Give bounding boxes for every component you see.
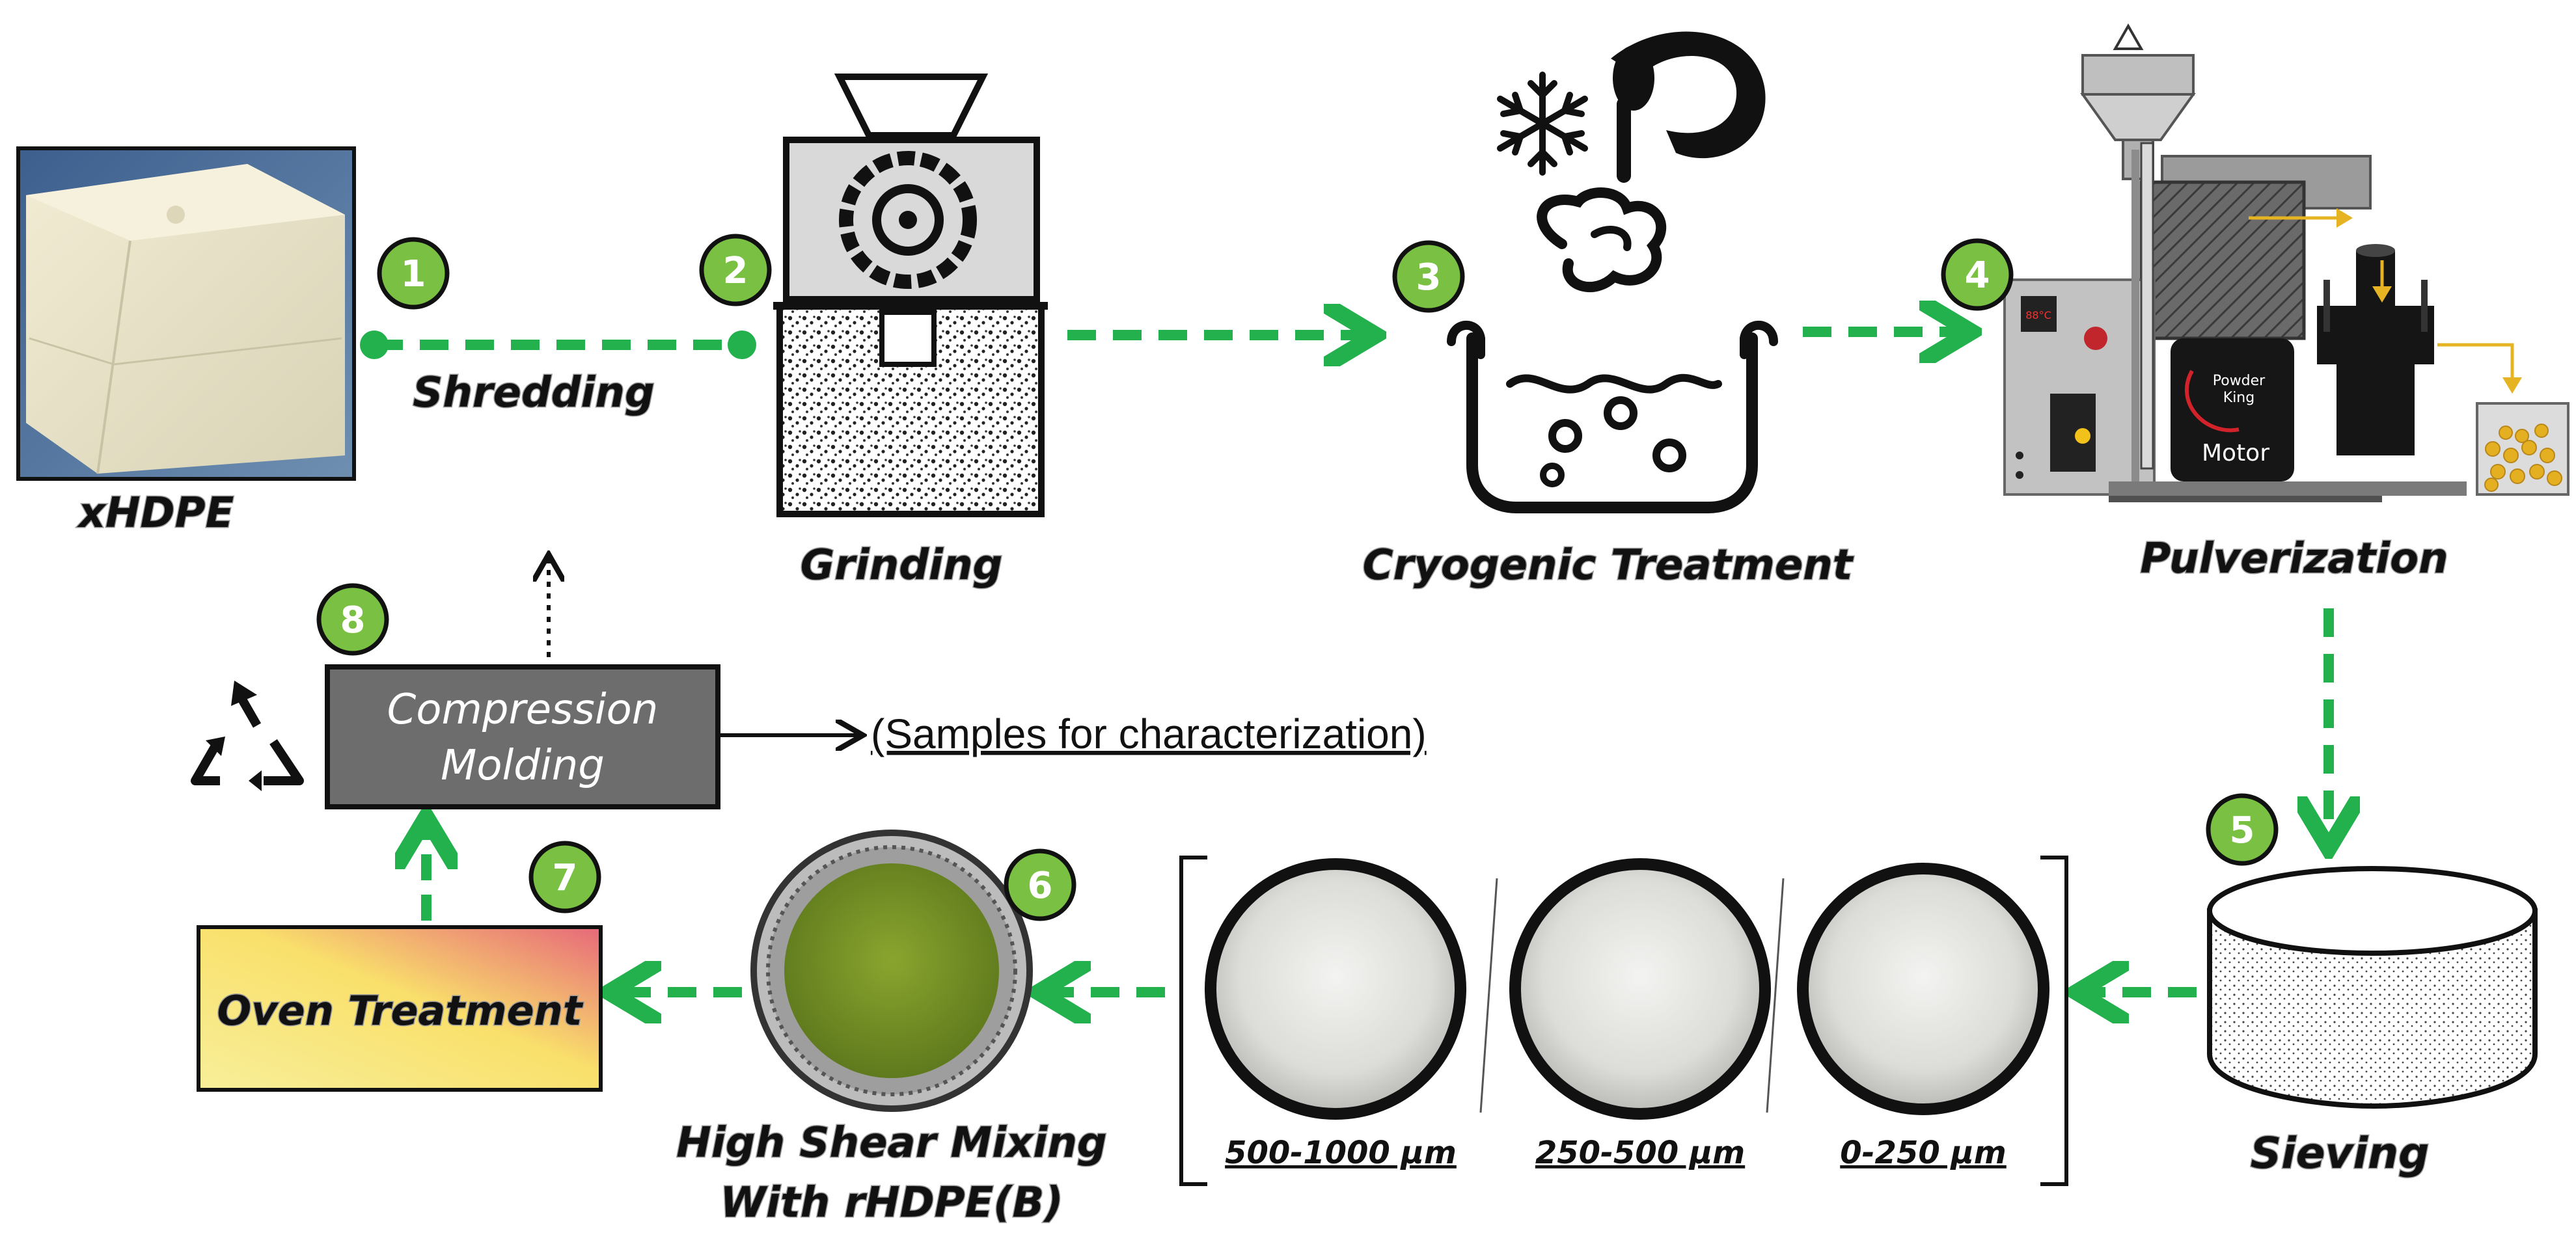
size-fractions-group	[1179, 856, 2068, 1186]
step-number-8: 8	[340, 599, 366, 642]
step-badge-8: 8	[316, 583, 389, 656]
step-badge-7: 7	[528, 841, 601, 913]
label-grinding: Grinding	[801, 541, 1003, 589]
size-label-3: 0-250 μm	[1840, 1135, 2007, 1171]
liquid-pour-icon	[1611, 31, 1766, 183]
label-mixing-line2: With rHDPE(B)	[720, 1179, 1063, 1227]
label-compression-line1: Compression	[387, 686, 659, 734]
label-compression-line2: Molding	[441, 742, 605, 790]
pulverizer-illustration: 88°C Powder King Motor	[2003, 23, 2569, 502]
step-number-2: 2	[723, 250, 748, 292]
label-cryogenic: Cryogenic Treatment	[1363, 541, 1854, 589]
samples-label: (Samples for characterization)	[871, 710, 1427, 757]
step-number-7: 7	[553, 857, 578, 899]
shredding-connector	[360, 331, 756, 359]
size-label-1: 500-1000 μm	[1225, 1135, 1457, 1171]
step-number-1: 1	[401, 253, 426, 295]
step-badge-3: 3	[1392, 240, 1465, 313]
step-badge-2: 2	[699, 234, 772, 306]
motor-label: Motor	[2202, 440, 2269, 466]
brand-line1: Powder	[2213, 373, 2266, 389]
step-number-3: 3	[1416, 256, 1442, 299]
snowflake-icon	[1497, 72, 1588, 176]
oven-box	[197, 925, 603, 1092]
label-sieving: Sieving	[2251, 1128, 2430, 1178]
label-pulverization: Pulverization	[2140, 535, 2448, 583]
step-badge-4: 4	[1941, 238, 2014, 311]
xhdpe-photo	[16, 146, 356, 481]
svg-text:88°C: 88°C	[2025, 309, 2051, 321]
compression-box	[325, 664, 720, 809]
step-badge-5: 5	[2206, 793, 2279, 866]
step-number-5: 5	[2230, 809, 2255, 852]
brand-line2: King	[2223, 390, 2254, 406]
step-badge-6: 6	[1004, 848, 1076, 921]
step-number-6: 6	[1028, 865, 1053, 907]
label-xhdpe: xHDPE	[77, 489, 234, 537]
step-number-4: 4	[1965, 254, 1990, 297]
grinder-illustration	[773, 74, 1048, 517]
size-label-2: 250-500 μm	[1535, 1135, 1745, 1171]
label-mixing-line1: High Shear Mixing	[676, 1119, 1106, 1167]
recycle-icon	[191, 681, 304, 791]
mixed-powder-pan	[750, 830, 1033, 1112]
cryo-bath-icon	[1447, 187, 1778, 513]
label-shredding: Shredding	[413, 369, 655, 417]
label-oven: Oven Treatment	[217, 987, 584, 1034]
step-badge-1: 1	[377, 237, 450, 310]
sieve-illustration	[2207, 866, 2538, 1109]
